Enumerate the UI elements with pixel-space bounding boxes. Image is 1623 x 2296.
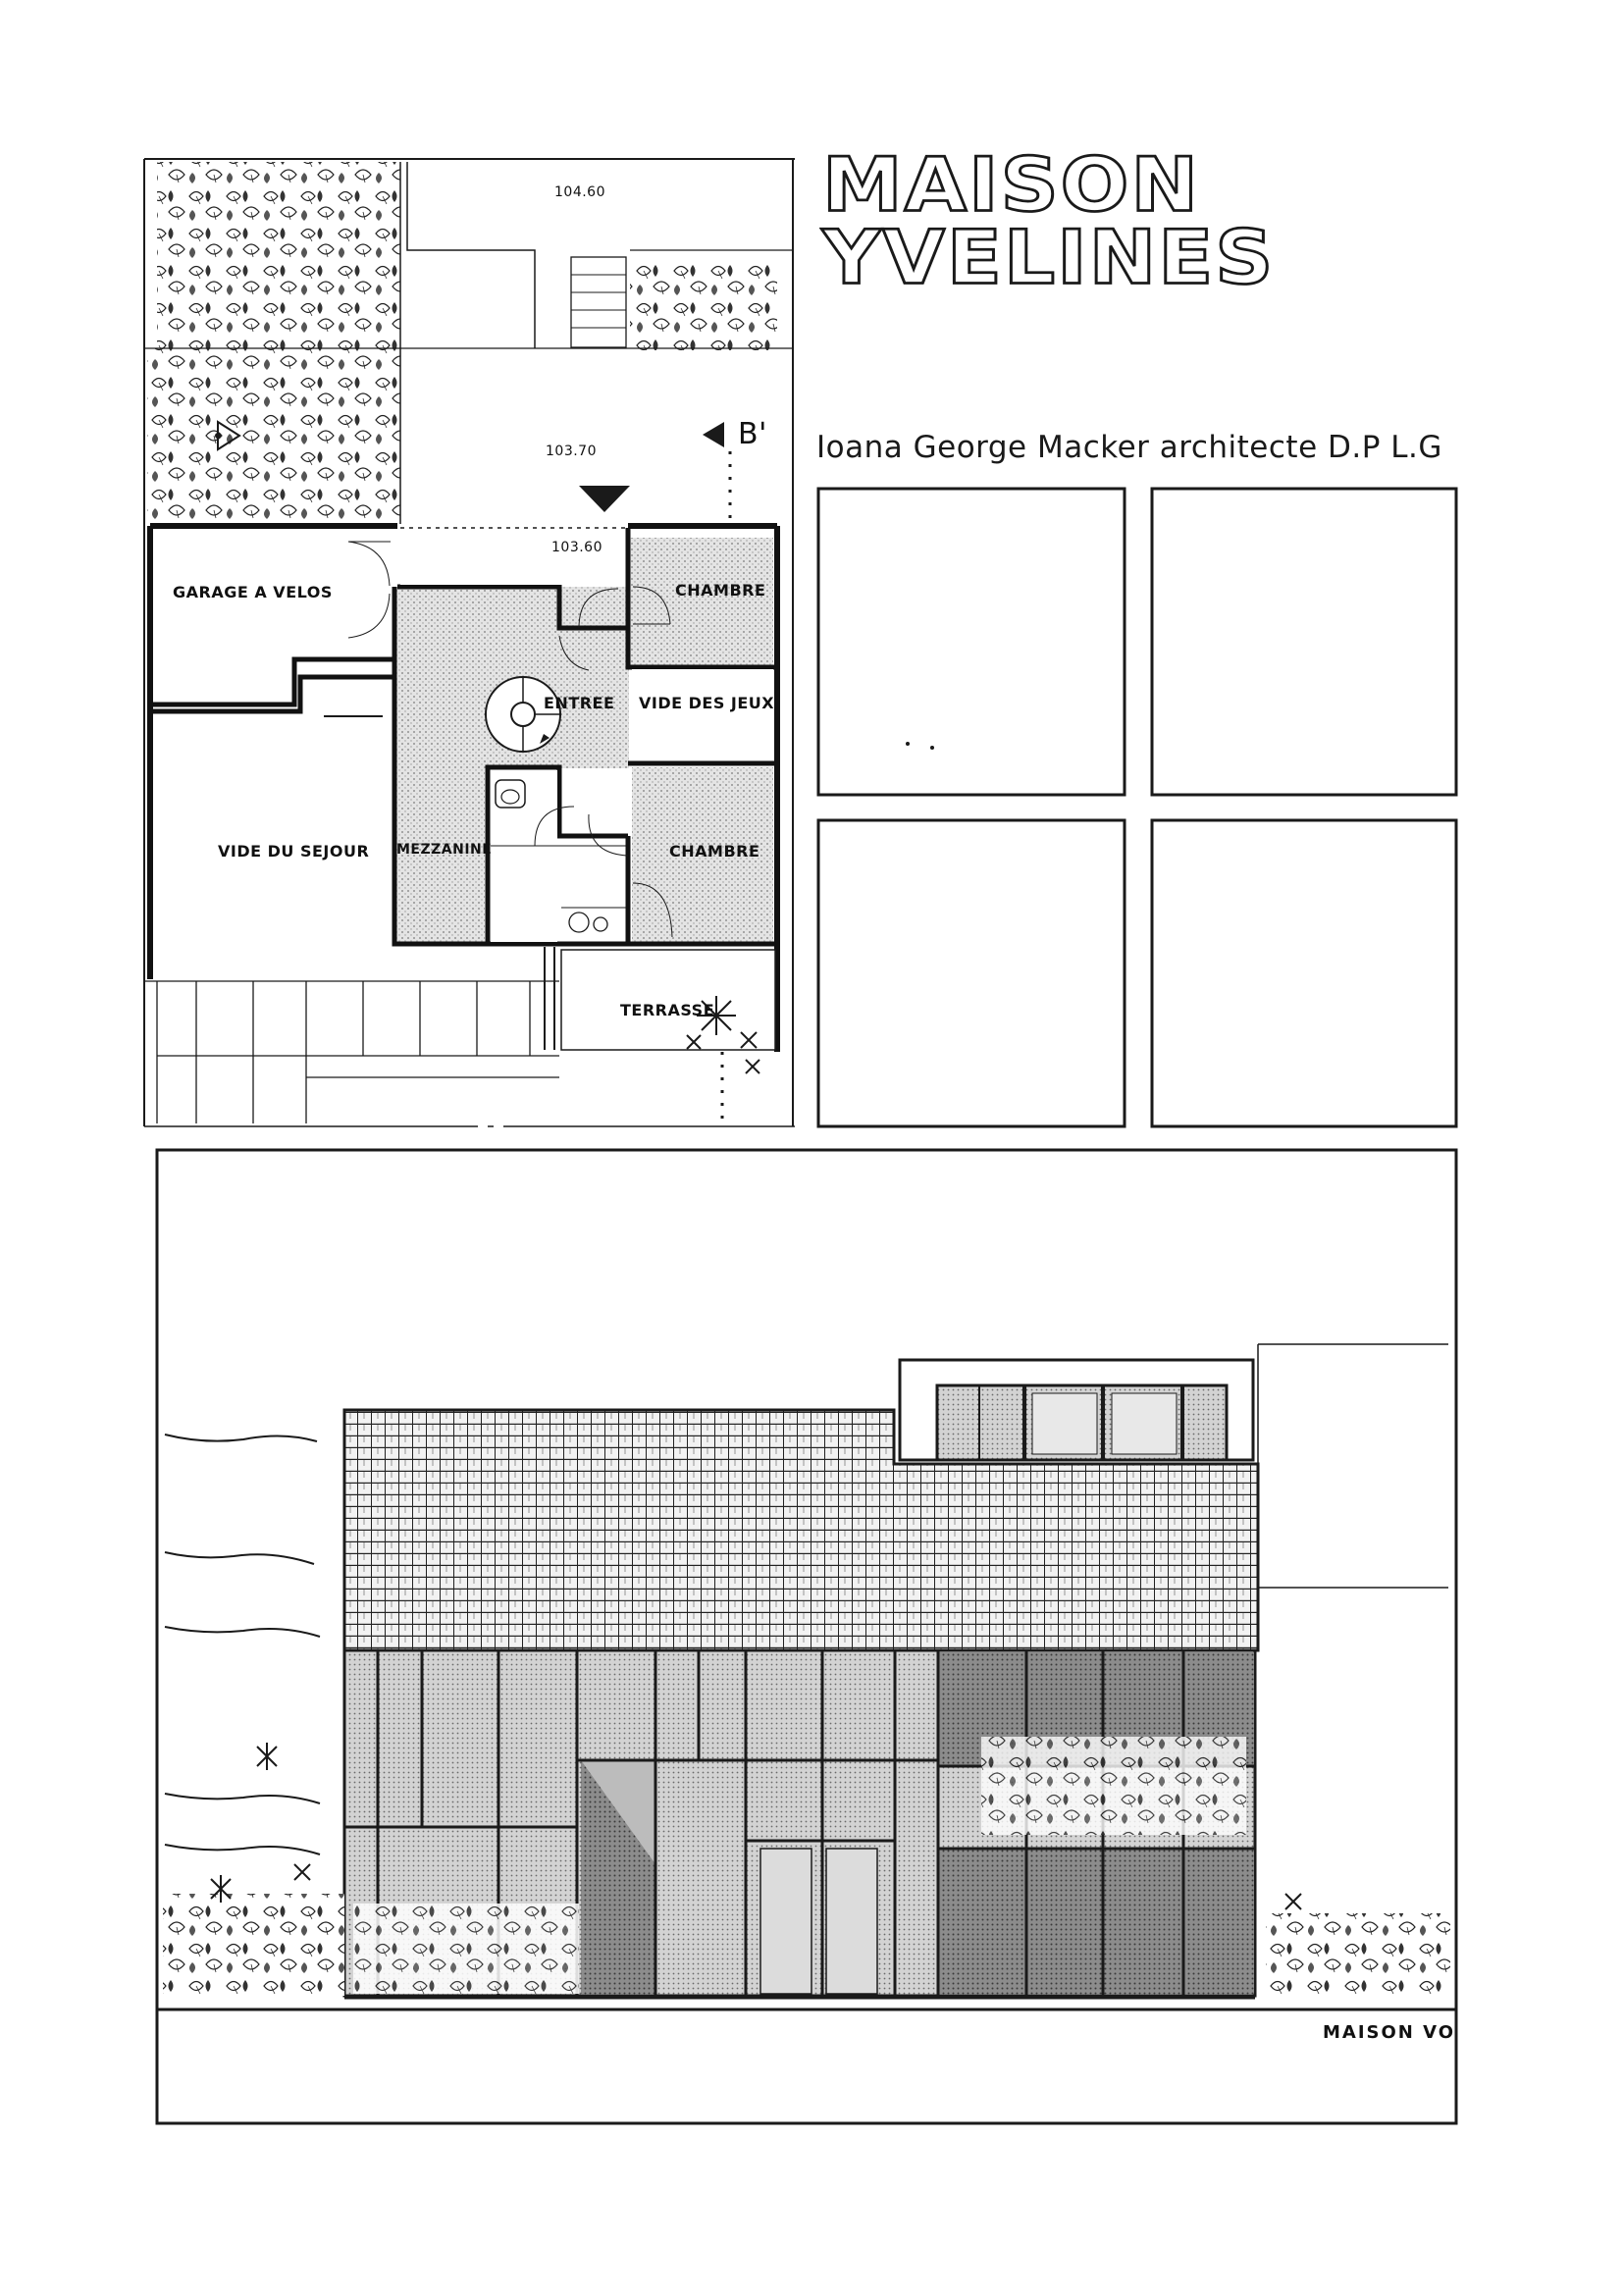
photo-frame-2	[1150, 487, 1458, 797]
room-label-chambre-2: CHAMBRE	[669, 842, 760, 861]
title-line-2: YVELINES	[820, 215, 1276, 301]
photo-frames	[816, 487, 1458, 1128]
elevation-drawing	[155, 1148, 1458, 2125]
architect-credit: Ioana George Macker architecte D.P L.G	[816, 430, 1442, 465]
vegetation-left	[163, 1894, 344, 1996]
photo-frame-4	[1150, 818, 1458, 1128]
room-label-entree: ENTREE	[544, 694, 615, 712]
section-marker-label: B'	[738, 417, 767, 451]
room-label-vide-jeux: VIDE DES JEUX	[639, 694, 775, 712]
vide-sejour-room	[153, 674, 397, 981]
terrasse-area	[544, 947, 776, 1051]
bathroom	[485, 764, 628, 944]
vide-jeux-room	[628, 669, 777, 766]
title-line-1: MAISON	[821, 142, 1200, 229]
level-arrow-icon	[579, 486, 630, 512]
entry-landing	[400, 528, 628, 585]
level-top: 104.60	[554, 184, 605, 200]
room-label-terrasse: TERRASSE	[620, 1001, 715, 1019]
penthouse	[898, 1358, 1255, 1462]
photo-frame-1	[816, 487, 1126, 797]
level-middle: 103.70	[546, 444, 597, 459]
floor-plan	[143, 158, 795, 1127]
flower-icon	[210, 1743, 1302, 1910]
house-walls	[147, 523, 780, 1052]
photo-frame-3	[816, 818, 1126, 1128]
vegetation-facade-right	[981, 1737, 1246, 1835]
section-marker-icon	[215, 420, 732, 1126]
level-entry: 103.60	[551, 540, 602, 555]
garden-top-left	[157, 162, 400, 348]
vegetation-right	[1266, 1913, 1450, 1996]
chambre-2-room	[588, 767, 777, 947]
room-label-mezzanine: MEZZANINE	[396, 842, 493, 858]
entree-room	[397, 584, 629, 768]
stairs	[570, 256, 627, 348]
deck-slats	[144, 980, 559, 1123]
room-label-chambre-1: CHAMBRE	[675, 581, 766, 600]
garden-top-right	[630, 260, 777, 350]
chambre-1-room	[625, 528, 777, 670]
branch-strokes	[164, 1434, 321, 1855]
garden-left	[147, 348, 400, 523]
elevation-caption: MAISON VO	[1323, 2022, 1456, 2043]
room-label-vide-sejour: VIDE DU SEJOUR	[218, 842, 370, 861]
room-label-garage: GARAGE A VELOS	[173, 583, 333, 601]
vegetation-facade	[353, 1904, 579, 1994]
flower-icon	[686, 996, 760, 1074]
